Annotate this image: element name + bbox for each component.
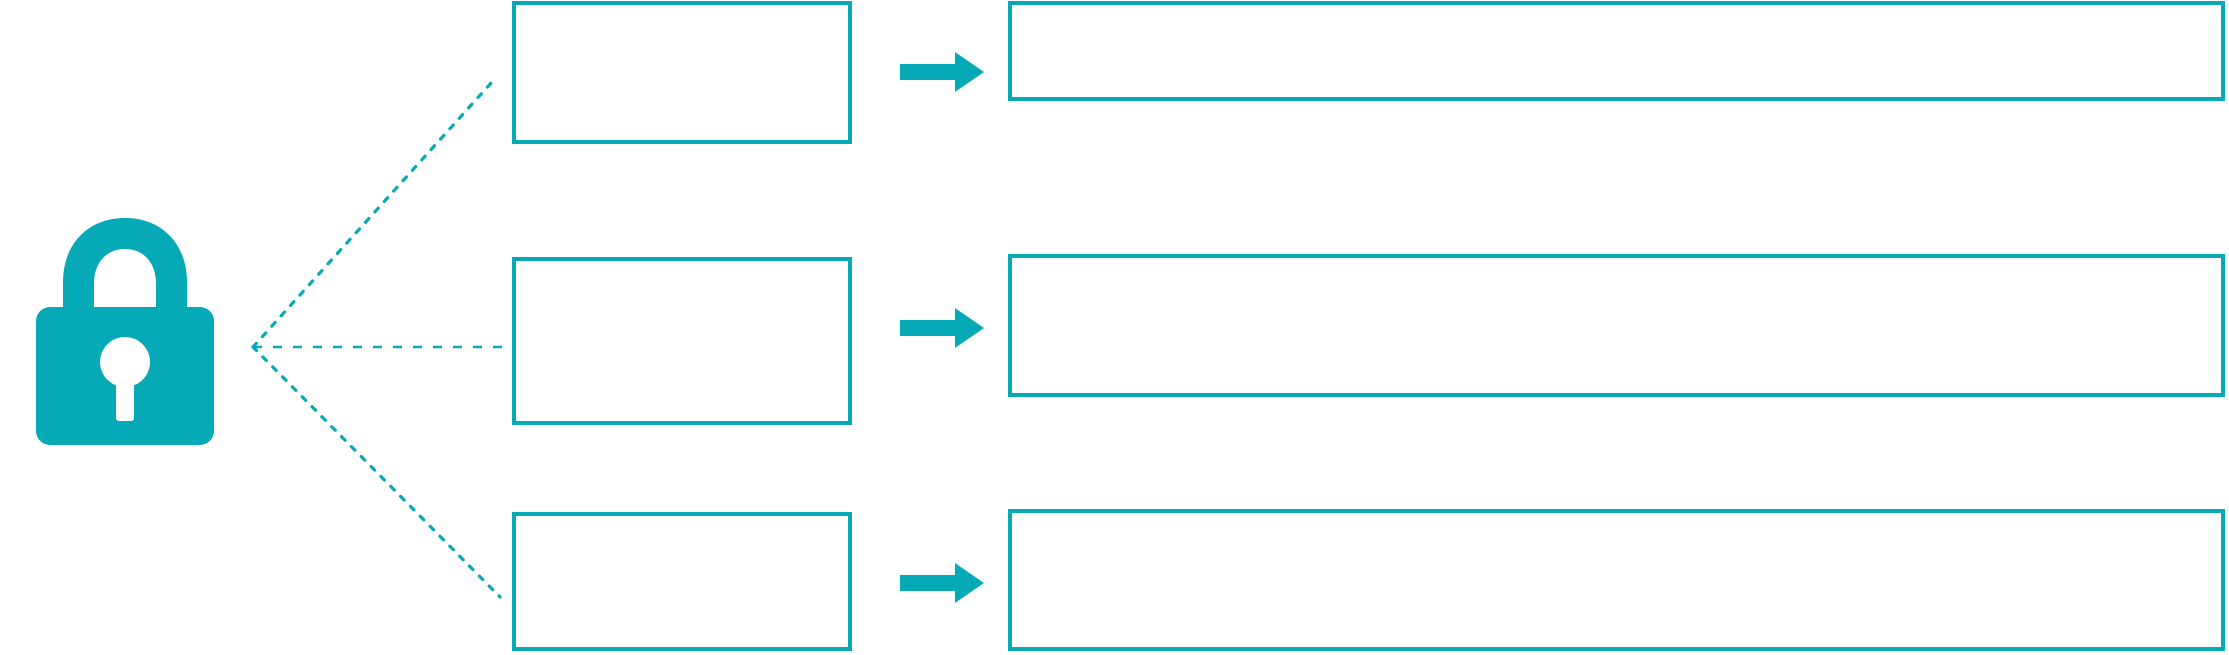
outcome-box-1[interactable]	[1008, 1, 2225, 101]
condition-box-1[interactable]	[512, 1, 852, 144]
arrow-right-icon-3	[900, 563, 984, 603]
arrow-right-icon-1	[900, 52, 984, 92]
padlock-icon	[30, 210, 220, 450]
condition-box-2[interactable]	[512, 257, 852, 425]
connector-line-bottom	[251, 345, 502, 599]
condition-box-3[interactable]	[512, 512, 852, 651]
connector-line-top	[251, 80, 494, 349]
arrow-right-icon-2	[900, 308, 984, 348]
outcome-box-3[interactable]	[1008, 509, 2225, 651]
outcome-box-2[interactable]	[1008, 254, 2225, 397]
